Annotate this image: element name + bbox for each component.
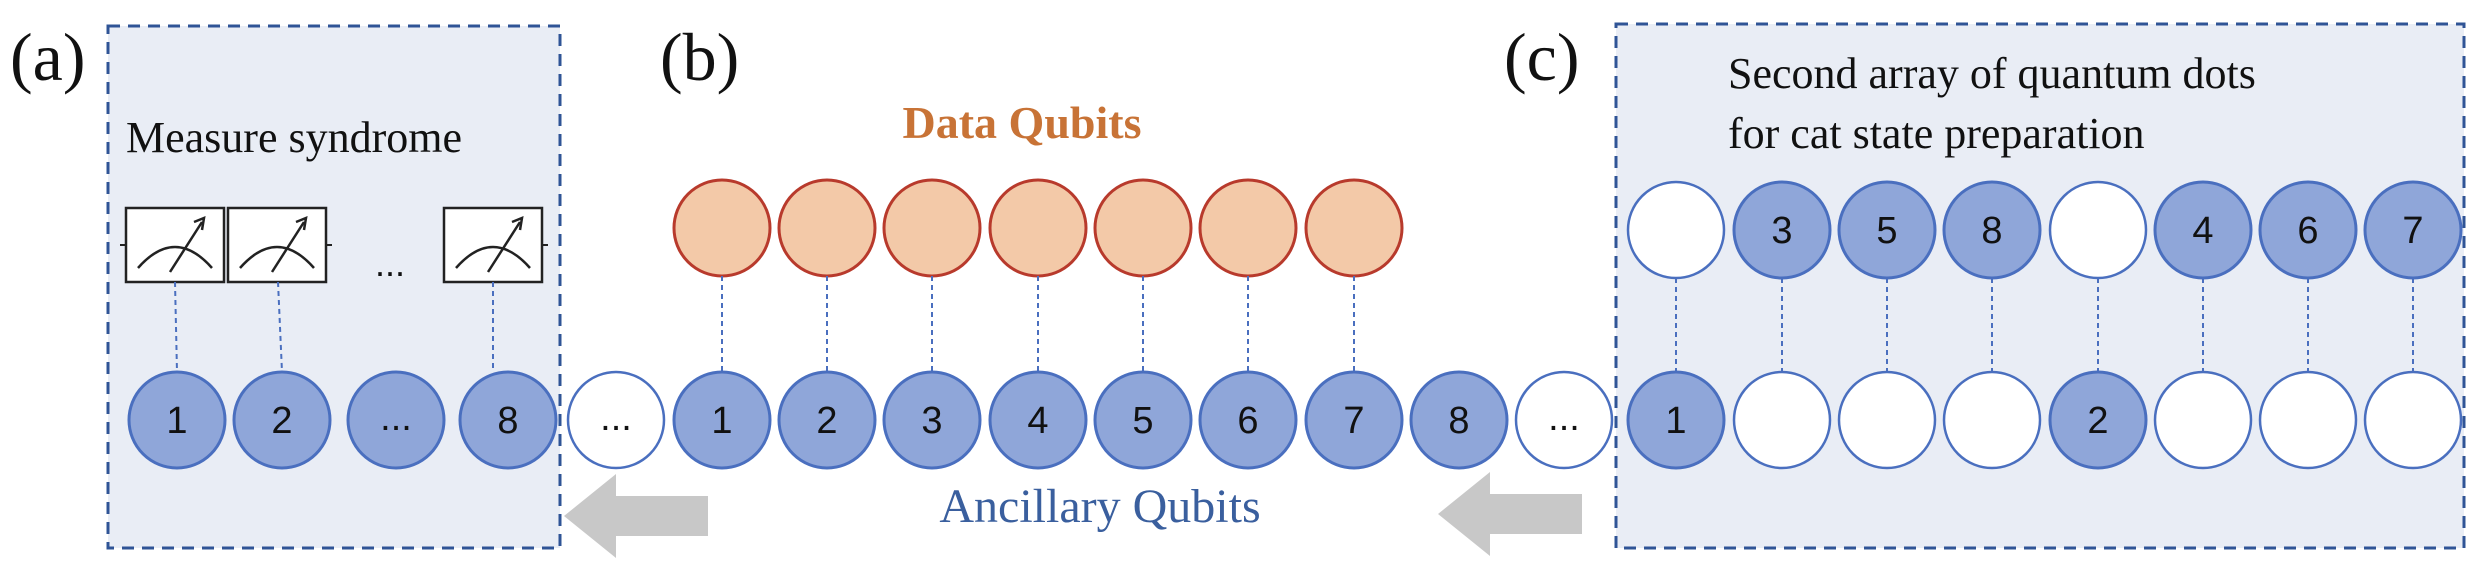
ancilla-qubit-7: 7 <box>1304 370 1404 470</box>
panel-c-links <box>1675 278 2414 372</box>
panel-c-top-qubit-empty <box>2048 180 2148 280</box>
ancilla-qubit-ellipsis-left: ... <box>566 370 666 470</box>
data-qubit <box>672 178 772 278</box>
panel-c-bottom-qubit-empty <box>1942 370 2042 470</box>
data-qubit <box>882 178 982 278</box>
panel-a-qubit-ellipsis: ... <box>346 370 446 470</box>
panel-c-bottom-qubit-empty <box>1732 370 1832 470</box>
panel-c-top-qubit-6: 6 <box>2258 180 2358 280</box>
panel-c-top-qubit-7: 7 <box>2363 180 2463 280</box>
data-qubit <box>1304 178 1404 278</box>
panel-c-bottom-qubit-empty <box>2153 370 2253 470</box>
panel-c-top-row: 3 5 8 4 6 7 <box>1626 180 2463 280</box>
panel-c-bottom-qubit-2: 2 <box>2048 370 2148 470</box>
svg-text:1: 1 <box>711 400 732 442</box>
svg-text:7: 7 <box>1343 400 1364 442</box>
data-qubits-heading: Data Qubits <box>903 97 1142 148</box>
ancilla-qubit-4: 4 <box>988 370 1088 470</box>
panel-c-top-qubit-8: 8 <box>1942 180 2042 280</box>
svg-text:1: 1 <box>1665 400 1686 442</box>
svg-text:2: 2 <box>271 400 292 442</box>
panel-c-bottom-qubit-empty <box>1837 370 1937 470</box>
data-ancilla-links <box>721 276 1355 372</box>
panel-a-label: (a) <box>10 19 85 95</box>
panel-b-label: (b) <box>660 19 739 95</box>
svg-text:3: 3 <box>921 400 942 442</box>
ancilla-qubit-2: 2 <box>777 370 877 470</box>
measure-syndrome-heading: Measure syndrome <box>126 113 462 162</box>
ancilla-qubit-6: 6 <box>1198 370 1298 470</box>
svg-text:5: 5 <box>1132 400 1153 442</box>
panel-c-top-qubit-empty <box>1626 180 1726 280</box>
svg-text:1: 1 <box>166 400 187 442</box>
data-qubit <box>988 178 1088 278</box>
panel-c-bottom-row: 1 2 <box>1626 370 2463 470</box>
ancilla-qubit-3: 3 <box>882 370 982 470</box>
panel-c-top-qubit-4: 4 <box>2153 180 2253 280</box>
meters-ellipsis: ... <box>375 243 405 284</box>
svg-text:3: 3 <box>1771 210 1792 252</box>
data-qubit-row <box>672 178 1404 278</box>
meter-link-2 <box>277 281 283 373</box>
svg-text:2: 2 <box>816 400 837 442</box>
ancillary-qubits-heading: Ancillary Qubits <box>939 480 1260 533</box>
panel-a-qubit-8: 8 <box>458 370 558 470</box>
second-array-heading-line2: for cat state preparation <box>1728 109 2145 158</box>
svg-text:4: 4 <box>1027 400 1048 442</box>
svg-text:...: ... <box>1548 397 1580 439</box>
panel-c-bottom-qubit-empty <box>2363 370 2463 470</box>
ancilla-qubit-8: 8 <box>1409 370 1509 470</box>
left-arrow-icon <box>564 474 708 558</box>
measurement-meter-1 <box>120 206 226 284</box>
svg-text:8: 8 <box>1981 210 2002 252</box>
svg-text:...: ... <box>600 397 632 439</box>
svg-text:4: 4 <box>2192 210 2213 252</box>
panel-c-bottom-qubit-empty <box>2258 370 2358 470</box>
svg-text:6: 6 <box>1237 400 1258 442</box>
data-qubit <box>777 178 877 278</box>
data-qubit <box>1198 178 1298 278</box>
left-arrow-icon <box>1438 472 1582 556</box>
svg-text:7: 7 <box>2402 210 2423 252</box>
panel-a-qubit-2: 2 <box>232 370 332 470</box>
svg-text:2: 2 <box>2087 400 2108 442</box>
second-array-heading-line1: Second array of quantum dots <box>1728 49 2256 98</box>
panel-c-top-qubit-5: 5 <box>1837 180 1937 280</box>
panel-c-top-qubit-3: 3 <box>1732 180 1832 280</box>
ancilla-qubit-ellipsis-right: ... <box>1514 370 1614 470</box>
svg-text:5: 5 <box>1876 210 1897 252</box>
panel-c-box <box>1614 22 2466 550</box>
ancilla-qubit-5: 5 <box>1093 370 1193 470</box>
meter-link-1 <box>174 281 178 373</box>
svg-text:8: 8 <box>1448 400 1469 442</box>
svg-text:8: 8 <box>497 400 518 442</box>
svg-text:6: 6 <box>2297 210 2318 252</box>
panel-a-qubit-1: 1 <box>127 370 227 470</box>
ancilla-qubit-1: 1 <box>672 370 772 470</box>
panel-c-bottom-qubit-1: 1 <box>1626 370 1726 470</box>
data-qubit <box>1093 178 1193 278</box>
measurement-meter-8 <box>442 206 548 284</box>
panel-c-label: (c) <box>1504 19 1579 95</box>
svg-text:...: ... <box>380 397 412 439</box>
measurement-meter-2 <box>226 206 332 284</box>
